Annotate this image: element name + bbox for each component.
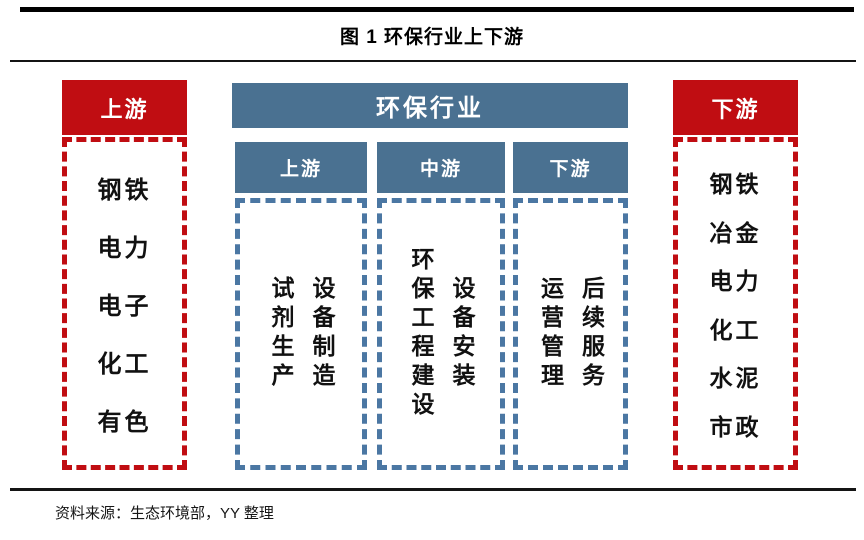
industry-upstream-item: 设备制造	[309, 276, 335, 392]
upstream-item: 钢铁	[97, 176, 152, 204]
industry-midstream-item: 环保工程建设	[408, 247, 434, 421]
upstream-panel-header: 上游	[62, 80, 187, 135]
upstream-item: 有色	[97, 409, 152, 437]
upstream-item: 电子	[97, 292, 152, 320]
title-divider	[10, 60, 856, 62]
downstream-panel-list: 钢铁 冶金 电力 化工 水泥 市政	[673, 137, 798, 470]
downstream-item: 水泥	[709, 365, 762, 392]
upstream-panel-list: 钢铁 电力 电子 化工 有色	[62, 137, 187, 470]
top-divider	[20, 7, 854, 12]
downstream-item: 冶金	[709, 219, 762, 246]
downstream-item: 市政	[709, 413, 762, 440]
downstream-item: 化工	[709, 316, 762, 343]
industry-midstream-item: 设备安装	[449, 276, 475, 392]
industry-midstream-box: 环保工程建设 设备安装	[377, 198, 505, 470]
industry-header: 环保行业	[232, 83, 628, 128]
industry-upstream-box: 试剂生产 设备制造	[235, 198, 367, 470]
industry-sub-header-upstream: 上游	[235, 142, 367, 193]
industry-sub-header-downstream: 下游	[513, 142, 628, 193]
source-note: 资料来源：生态环境部，YY 整理	[55, 505, 274, 522]
industry-downstream-box: 运营管理 后续服务	[513, 198, 628, 470]
downstream-panel-header: 下游	[673, 80, 798, 135]
upstream-item: 电力	[97, 234, 152, 262]
industry-downstream-item: 后续服务	[578, 276, 605, 392]
upstream-item: 化工	[97, 351, 152, 379]
bottom-divider	[10, 488, 856, 491]
industry-upstream-item: 试剂生产	[268, 276, 294, 392]
downstream-item: 电力	[709, 268, 762, 295]
figure-title: 图 1 环保行业上下游	[339, 27, 525, 48]
downstream-item: 钢铁	[709, 171, 762, 198]
industry-downstream-item: 运营管理	[537, 276, 564, 392]
industry-sub-header-midstream: 中游	[377, 142, 505, 193]
